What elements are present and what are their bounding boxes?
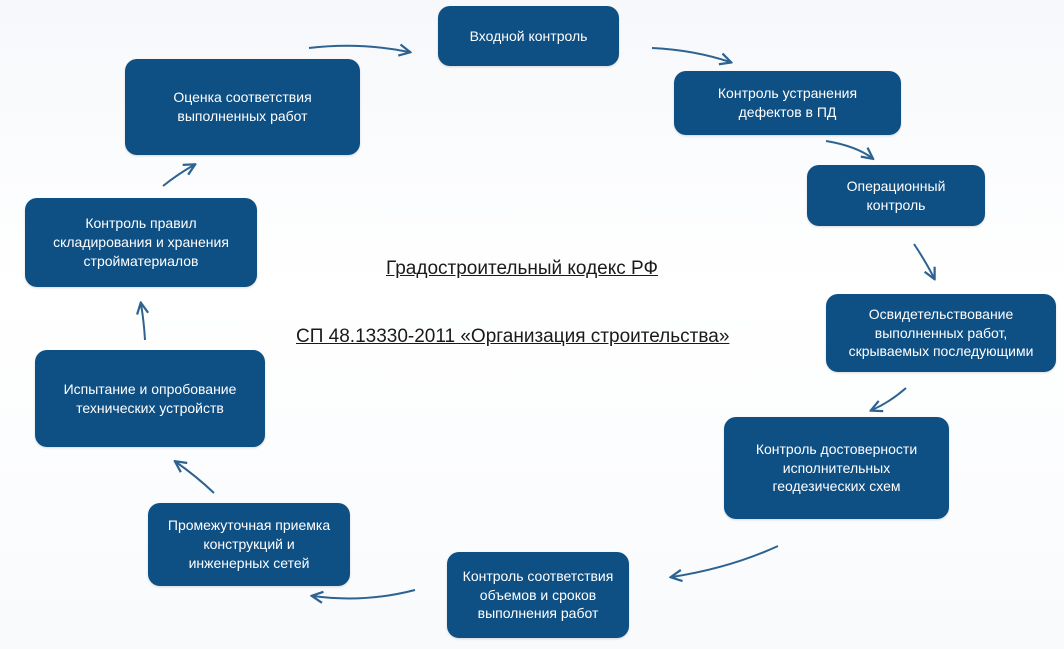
node-storage-control-label: Контроль правил складирования и хранения… (53, 215, 229, 269)
node-storage-control[interactable]: Контроль правил складирования и хранения… (25, 198, 257, 287)
node-operational-control[interactable]: Операционный контроль (807, 165, 985, 226)
node-hidden-works-inspection-label: Освидетельствование выполненных работ, с… (848, 305, 1034, 360)
center-title-code: Градостроительный кодекс РФ (386, 258, 658, 279)
node-intermediate-acceptance[interactable]: Промежуточная приемка конструкций и инже… (148, 503, 350, 586)
node-incoming-control-label: Входной контроль (469, 27, 588, 44)
arrow-defects-to-operational (825, 140, 872, 158)
node-operational-control-label: Операционный контроль (846, 177, 946, 213)
node-intermediate-acceptance-label: Промежуточная приемка конструкций и инже… (167, 517, 331, 571)
node-defects-control[interactable]: Контроль устранения дефектов в ПД (674, 71, 901, 135)
node-testing-devices-label: Испытание и опробование технических устр… (63, 380, 237, 416)
node-testing-devices[interactable]: Испытание и опробование технических устр… (35, 350, 265, 447)
arrow-intermediate-to-testing (176, 462, 215, 494)
arrow-volumes-to-intermediate (313, 589, 416, 598)
center-title-sp: СП 48.13330-2011 «Организация строительс… (296, 326, 730, 347)
arrow-incoming-to-defects (651, 47, 730, 62)
arrow-geodetic-to-volumes (672, 545, 779, 577)
node-defects-control-label: Контроль устранения дефектов в ПД (717, 85, 858, 120)
node-geodetic-control-label: Контроль достоверности исполнительных ге… (755, 440, 918, 495)
node-work-assessment[interactable]: Оценка соответствия выполненных работ (125, 59, 360, 155)
arrow-storage-to-assessment (162, 165, 194, 187)
arrow-testing-to-storage (141, 304, 145, 341)
node-work-assessment-label: Оценка соответствия выполненных работ (173, 89, 312, 124)
arrow-operational-to-hidden (913, 243, 934, 278)
node-hidden-works-inspection[interactable]: Освидетельствование выполненных работ, с… (826, 294, 1056, 372)
arrow-assessment-to-incoming (308, 46, 409, 52)
node-volumes-control-label: Контроль соответствия объемов и сроков в… (462, 567, 614, 622)
node-volumes-control[interactable]: Контроль соответствия объемов и сроков в… (447, 552, 629, 638)
node-geodetic-control[interactable]: Контроль достоверности исполнительных ге… (724, 417, 949, 519)
node-incoming-control[interactable]: Входной контроль (438, 6, 619, 66)
arrow-hidden-to-geodetic (872, 387, 907, 410)
